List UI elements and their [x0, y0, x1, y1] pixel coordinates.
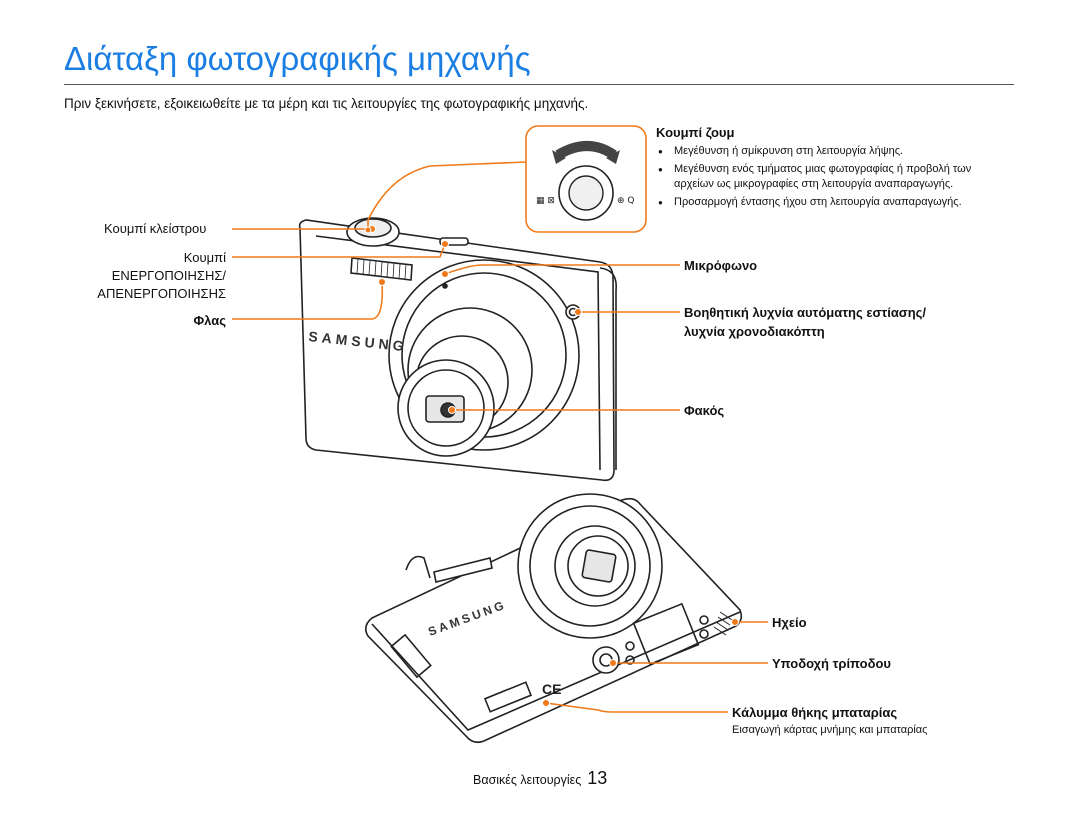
- callout-dots: [364, 225, 739, 707]
- title-rule: [64, 84, 1014, 85]
- label-speaker: Ηχείο: [772, 615, 807, 630]
- label-shutter-button: Κουμπί κλείστρου: [104, 221, 207, 236]
- front-camera-drawing: [298, 217, 617, 482]
- page-footer: Βασικές λειτουργίες 13: [473, 768, 607, 789]
- svg-text:⊕ Q: ⊕ Q: [617, 196, 635, 206]
- label-battery-cover: Κάλυμμα θήκης μπαταρίας: [732, 705, 898, 720]
- zoom-bullet: Μεγέθυνση ενός τμήματος μιας φωτογραφίας…: [656, 162, 996, 192]
- label-af-lamp-line2: λυχνία χρονοδιακόπτη: [684, 324, 825, 339]
- label-power-button-line3: ΑΠΕΝΕΡΓΟΠΟΙΗΣΗΣ: [97, 286, 226, 301]
- svg-text:CE: CE: [542, 681, 561, 697]
- callout-lines: [232, 161, 768, 713]
- label-lens: Φακός: [684, 403, 725, 418]
- zoom-button-list: Μεγέθυνση ή σμίκρυνση στη λειτουργία λήψ…: [656, 144, 996, 213]
- zoom-inset: ▦ ⊠ ⊕ Q: [525, 125, 647, 233]
- label-microphone: Μικρόφωνο: [684, 258, 758, 273]
- zoom-bullet: Προσαρμογή έντασης ήχου στη λειτουργία α…: [656, 195, 996, 210]
- back-camera-drawing: CE: [364, 493, 743, 744]
- zoom-bullet: Μεγέθυνση ή σμίκρυνση στη λειτουργία λήψ…: [656, 144, 996, 159]
- page-number: 13: [587, 768, 608, 788]
- label-af-lamp-line1: Βοηθητική λυχνία αυτόματης εστίασης/: [684, 305, 927, 320]
- footer-section: Βασικές λειτουργίες: [473, 773, 582, 787]
- zoom-button-title: Κουμπί ζουμ: [656, 125, 735, 140]
- label-battery-cover-sub: Εισαγωγή κάρτας μνήμης και μπαταρίας: [732, 724, 928, 736]
- svg-text:▦ ⊠: ▦ ⊠: [536, 196, 555, 206]
- page-title: Διάταξη φωτογραφικής μηχανής: [64, 40, 531, 77]
- label-tripod-socket: Υποδοχή τρίποδου: [772, 656, 891, 671]
- intro-text: Πριν ξεκινήσετε, εξοικειωθείτε με τα μέρ…: [64, 96, 589, 111]
- label-flash: Φλας: [193, 313, 227, 328]
- label-power-button-line1: Κουμπί: [183, 250, 226, 265]
- label-power-button-line2: ΕΝΕΡΓΟΠΟΙΗΣΗΣ/: [111, 268, 226, 283]
